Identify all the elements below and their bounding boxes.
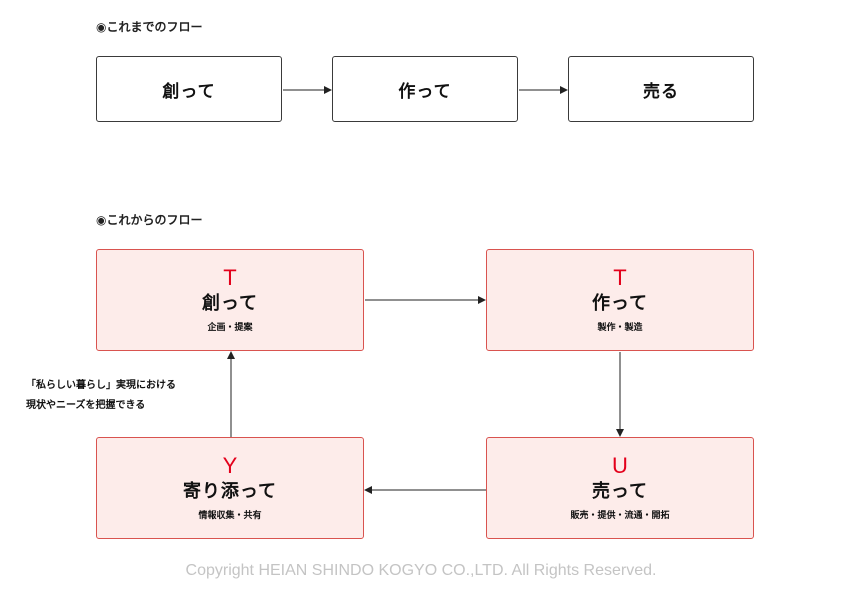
step-label: 売る (643, 81, 679, 102)
step-label: 創って (162, 81, 216, 102)
step-sub: 販売・提供・流通・開拓 (570, 510, 670, 521)
current-step-sell: 売る (568, 56, 754, 122)
step-letter: Y (222, 452, 238, 478)
feedback-note: 「私らしい暮らし」実現における 現状やニーズを把握できる (26, 376, 176, 416)
step-sub: 製作・製造 (597, 322, 643, 333)
step-sub: 情報収集・共有 (198, 510, 262, 521)
step-label: 創って (201, 292, 259, 314)
current-step-make: 作って (332, 56, 518, 122)
step-sub: 企画・提案 (207, 322, 253, 333)
step-label: 寄り添って (182, 480, 278, 502)
copyright-footer: Copyright HEIAN SHINDO KOGYO CO.,LTD. Al… (185, 562, 657, 579)
note-line: 「私らしい暮らし」実現における (26, 380, 176, 391)
future-step-support: Y 寄り添って 情報収集・共有 (96, 437, 364, 539)
step-label: 作って (591, 292, 649, 314)
note-line: 現状やニーズを把握できる (26, 400, 146, 411)
step-label: 売って (591, 480, 649, 502)
step-letter: T (223, 264, 237, 290)
future-step-sell: U 売って 販売・提供・流通・開拓 (486, 437, 754, 539)
future-flow-heading: ◉これからのフロー (96, 213, 203, 227)
step-letter: T (613, 264, 627, 290)
step-label: 作って (398, 81, 452, 102)
current-flow-heading: ◉これまでのフロー (96, 20, 203, 34)
current-step-create: 創って (96, 56, 282, 122)
future-step-create: T 創って 企画・提案 (96, 249, 364, 351)
future-step-make: T 作って 製作・製造 (486, 249, 754, 351)
step-letter: U (612, 452, 628, 478)
